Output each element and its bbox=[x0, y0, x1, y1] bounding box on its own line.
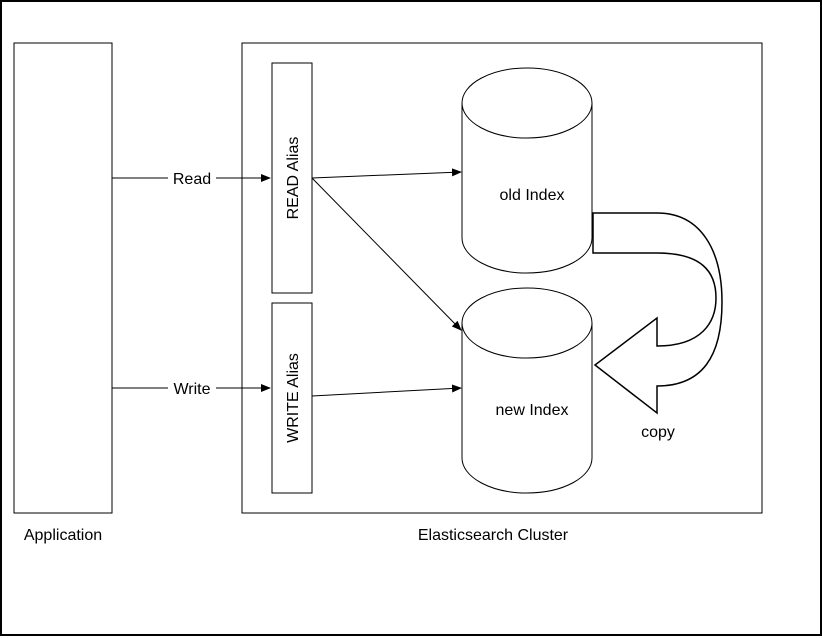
application-box bbox=[13, 42, 113, 514]
cluster-label: Elasticsearch Cluster bbox=[418, 527, 569, 544]
new-index-cylinder bbox=[461, 287, 593, 494]
read-alias-label: READ Alias bbox=[285, 137, 302, 220]
read-alias-to-old-index-edge bbox=[311, 168, 462, 179]
application-label: Application bbox=[24, 527, 102, 544]
read-edge-label: Read bbox=[173, 171, 211, 188]
write-alias-box bbox=[271, 302, 313, 494]
write-alias-to-new-index-edge bbox=[311, 384, 462, 397]
read-alias-box bbox=[271, 62, 313, 294]
write-alias-label: WRITE Alias bbox=[285, 353, 302, 443]
copy-arrow bbox=[592, 212, 723, 415]
new-index-label: new Index bbox=[496, 402, 569, 419]
read-alias-to-new-index-edge bbox=[311, 177, 462, 331]
write-edge-label: Write bbox=[173, 381, 210, 398]
old-index-label: old Index bbox=[500, 187, 565, 204]
copy-label: copy bbox=[641, 424, 675, 441]
old-index-cylinder bbox=[461, 67, 593, 274]
